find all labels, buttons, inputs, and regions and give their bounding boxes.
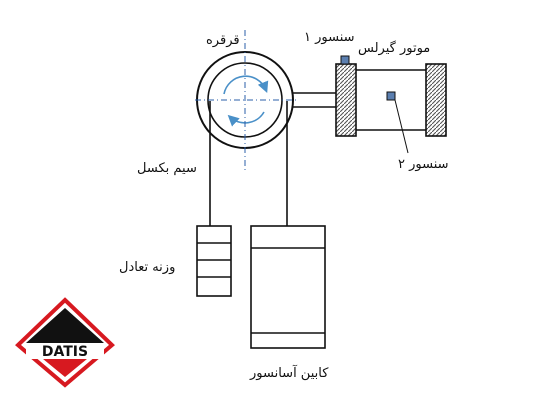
shaft bbox=[293, 92, 336, 108]
steel-cables bbox=[209, 101, 288, 226]
gearless-motor bbox=[335, 55, 447, 154]
sensor-1-marker bbox=[340, 55, 350, 65]
rotation-arrow-top bbox=[223, 75, 269, 95]
logo-top-triangle bbox=[26, 308, 104, 343]
sensor-2-leader bbox=[394, 99, 409, 154]
motor-right-flange bbox=[425, 63, 447, 137]
counterweight-label: وزنه تعادل bbox=[119, 260, 176, 275]
counterweight bbox=[196, 225, 232, 297]
pulley bbox=[195, 30, 296, 170]
elevator-cabin bbox=[250, 225, 326, 349]
logo-text: DATIS bbox=[42, 344, 88, 360]
datis-logo: DATIS bbox=[15, 297, 115, 388]
motor-left-flange bbox=[335, 63, 357, 137]
sensor-1-label: سنسور ۱ bbox=[304, 30, 355, 45]
logo-text-band bbox=[26, 343, 104, 359]
pulley-label: قرقره bbox=[206, 33, 240, 48]
sensor-2-marker bbox=[386, 91, 396, 101]
steel-cable-label: سیم بکسل bbox=[137, 161, 197, 176]
gearless-motor-label: موتور گیرلس bbox=[358, 41, 431, 56]
sensor-2-label: سنسور ۲ bbox=[398, 157, 449, 172]
rotation-arrow-bottom bbox=[227, 111, 265, 127]
elevator-cabin-label: کابین آسانسور bbox=[250, 366, 329, 381]
